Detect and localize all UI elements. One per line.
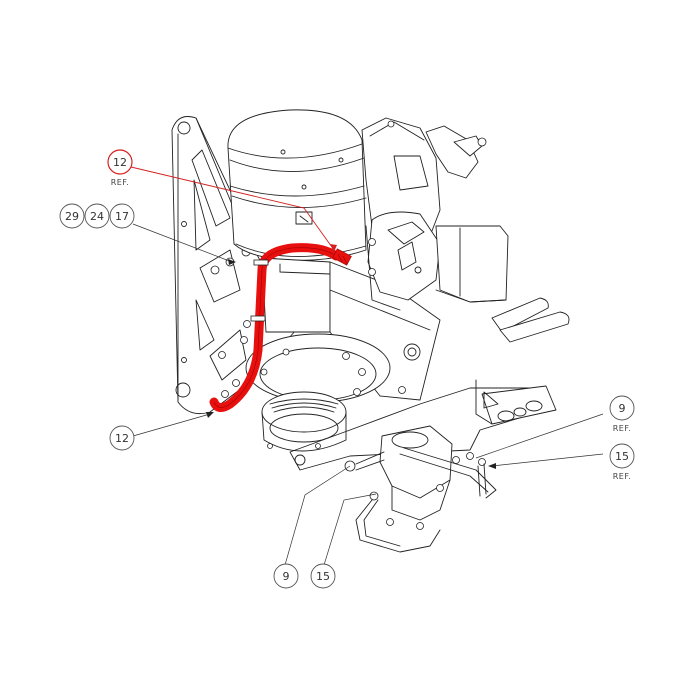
callout-15-ref-right[interactable]: 15 REF. — [609, 443, 635, 481]
callout-9-ref-right[interactable]: 9 REF. — [609, 395, 635, 433]
hose-end-fitting — [332, 248, 352, 266]
assembly-drawing — [171, 109, 570, 553]
callout-17[interactable]: 17 — [109, 203, 135, 229]
callout-number: 29 — [65, 210, 79, 223]
callout-12-left[interactable]: 12 — [109, 425, 135, 451]
callout-number: 15 — [615, 450, 629, 463]
callout-29[interactable]: 29 — [59, 203, 85, 229]
callout-number: 15 — [316, 570, 330, 583]
valve-cluster — [361, 117, 570, 343]
callout-number: 17 — [115, 210, 129, 223]
callout-number: 24 — [90, 210, 104, 223]
callout-ref-label: REF. — [613, 472, 631, 481]
hose-clamps — [250, 259, 269, 322]
callout-ref-label: REF. — [111, 178, 129, 187]
callout-number: 12 — [113, 156, 127, 169]
callout-24[interactable]: 24 — [84, 203, 110, 229]
hydraulic-manifold — [344, 425, 497, 553]
callout-number: 9 — [619, 402, 626, 415]
output-flange — [245, 333, 391, 452]
callout-number: 9 — [283, 570, 290, 583]
base-rail — [289, 379, 557, 471]
callout-15-bottom[interactable]: 15 — [310, 563, 336, 589]
leader-lines — [130, 166, 604, 566]
callout-9-bottom[interactable]: 9 — [273, 563, 299, 589]
callout-ref-label: REF. — [613, 424, 631, 433]
hydraulic-hose-highlight[interactable] — [209, 243, 352, 412]
callout-12-ref-top[interactable]: 12 REF. — [107, 149, 133, 187]
motor-drum — [227, 109, 367, 261]
callout-number: 12 — [115, 432, 129, 445]
